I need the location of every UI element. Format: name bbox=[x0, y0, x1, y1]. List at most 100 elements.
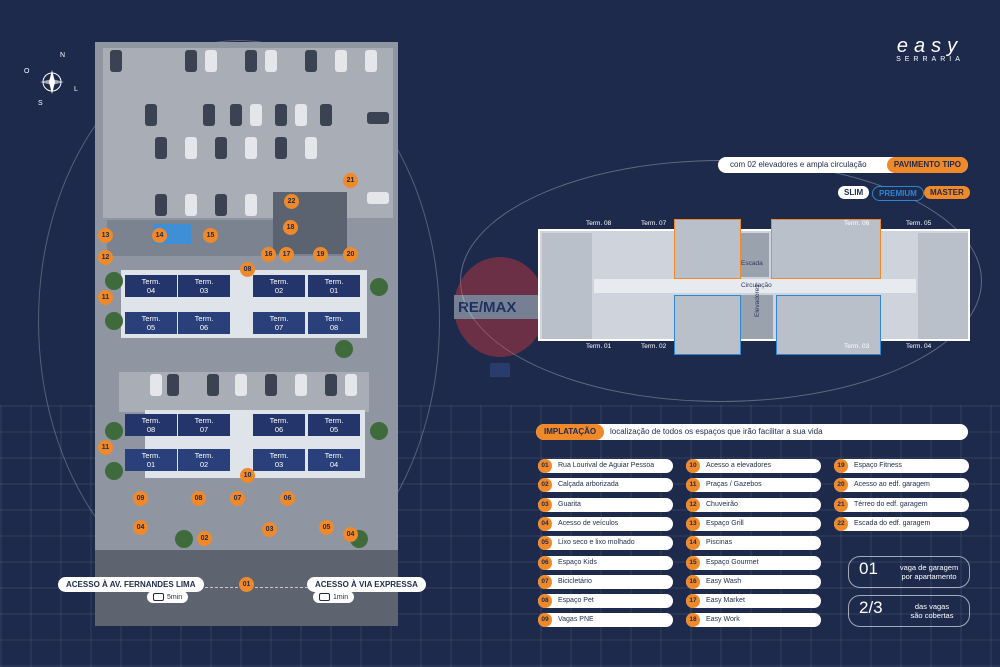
car bbox=[295, 104, 307, 126]
term-bottom-label: Term. 01 bbox=[586, 343, 612, 350]
term-label: Term.08 bbox=[308, 312, 360, 334]
implantacao-tag: IMPLATAÇÃO bbox=[536, 424, 605, 440]
map-pin[interactable]: 06 bbox=[280, 491, 295, 506]
car bbox=[235, 374, 247, 396]
term-label: Term.07 bbox=[253, 312, 305, 334]
map-pin[interactable]: 07 bbox=[230, 491, 245, 506]
unit bbox=[542, 233, 592, 339]
legend-text: Acesso ao edf. garagem bbox=[854, 481, 930, 489]
map-pin[interactable]: 11 bbox=[98, 290, 113, 305]
brand-logo: easy SERRARIA bbox=[880, 36, 980, 63]
term-label: Term.01 bbox=[125, 449, 177, 471]
map-pin[interactable]: 05 bbox=[319, 520, 334, 535]
map-pin[interactable]: 15 bbox=[203, 228, 218, 243]
car bbox=[245, 137, 257, 159]
map-pin[interactable]: 16 bbox=[261, 247, 276, 262]
term-label: Term.01 bbox=[308, 275, 360, 297]
map-pin[interactable]: 11 bbox=[98, 440, 113, 455]
term-label: Term.06 bbox=[178, 312, 230, 334]
car bbox=[345, 374, 357, 396]
map-pin[interactable]: 20 bbox=[343, 247, 358, 262]
car bbox=[367, 192, 389, 204]
legend-number: 15 bbox=[686, 555, 700, 570]
map-pin[interactable]: 21 bbox=[343, 173, 358, 188]
car bbox=[155, 137, 167, 159]
term-label: Term.06 bbox=[253, 414, 305, 436]
legend-text: Vagas PNE bbox=[558, 616, 594, 624]
car bbox=[305, 137, 317, 159]
elevators-label: Elevadores bbox=[754, 284, 761, 317]
legend-text: Espaço Fitness bbox=[854, 462, 902, 469]
term-top-label: Term. 06 bbox=[844, 220, 870, 227]
term-top-label: Term. 08 bbox=[586, 220, 612, 227]
time-left-badge: 5min bbox=[147, 591, 189, 603]
car bbox=[155, 194, 167, 216]
legend-item: 07 Bicicletário bbox=[538, 574, 673, 589]
type-slim-chip: SLIM bbox=[838, 186, 870, 199]
tree bbox=[370, 422, 388, 440]
legend-number: 07 bbox=[538, 574, 552, 589]
legend-text: Bicicletário bbox=[558, 577, 592, 585]
map-pin[interactable]: 04 bbox=[343, 527, 358, 542]
legend-number: 20 bbox=[834, 478, 848, 493]
unit-premium bbox=[674, 295, 741, 355]
map-pin[interactable]: 19 bbox=[313, 247, 328, 262]
compass-s: S bbox=[38, 100, 43, 107]
legend-number: 01 bbox=[538, 459, 552, 473]
car bbox=[295, 374, 307, 396]
remax-text: RE/MAX bbox=[458, 299, 517, 316]
brand-subtitle: SERRARIA bbox=[896, 56, 964, 63]
unit bbox=[918, 233, 968, 339]
legend-number: 17 bbox=[686, 594, 700, 609]
car bbox=[145, 104, 157, 126]
legend-number: 21 bbox=[834, 497, 848, 512]
car bbox=[203, 104, 215, 126]
term-bottom-label: Term. 04 bbox=[906, 343, 932, 350]
car bbox=[265, 50, 277, 72]
time-right-badge: 1min bbox=[313, 591, 355, 603]
map-pin[interactable]: 12 bbox=[98, 250, 113, 265]
map-pin[interactable]: 03 bbox=[262, 522, 277, 537]
map-pin[interactable]: 13 bbox=[98, 228, 113, 243]
map-pin[interactable]: 01 bbox=[239, 577, 254, 592]
map-pin[interactable]: 02 bbox=[197, 531, 212, 546]
implantacao-caption: localização de todos os espaços que irão… bbox=[610, 427, 823, 436]
car bbox=[205, 50, 217, 72]
legend-text: Espaço Gourmet bbox=[706, 558, 759, 566]
unit-master bbox=[674, 219, 741, 279]
tree bbox=[175, 530, 193, 548]
legend-item: 15 Espaço Gourmet bbox=[686, 555, 821, 570]
corridor bbox=[594, 279, 916, 293]
map-pin[interactable]: 08 bbox=[240, 262, 255, 277]
map-pin[interactable]: 08 bbox=[191, 491, 206, 506]
legend-item: 01 Rua Lourival de Aguiar Pessoa bbox=[538, 459, 673, 473]
stat-number: 2/3 bbox=[859, 598, 883, 617]
legend-text: Espaço Grill bbox=[706, 519, 744, 527]
legend-text: Rua Lourival de Aguiar Pessoa bbox=[558, 462, 655, 469]
map-pin[interactable]: 04 bbox=[133, 520, 148, 535]
legend-number: 11 bbox=[686, 478, 700, 493]
map-pin[interactable]: 18 bbox=[283, 220, 298, 235]
map-pin[interactable]: 09 bbox=[133, 491, 148, 506]
map-pin[interactable]: 10 bbox=[240, 468, 255, 483]
tree bbox=[105, 312, 123, 330]
legend-number: 19 bbox=[834, 459, 848, 473]
term-top-label: Term. 05 bbox=[906, 220, 932, 227]
legend-item: 19 Espaço Fitness bbox=[834, 459, 969, 473]
legend-text: Easy Market bbox=[706, 597, 745, 605]
tree bbox=[105, 422, 123, 440]
tree bbox=[105, 272, 123, 290]
compass-icon bbox=[28, 58, 76, 106]
car bbox=[335, 50, 347, 72]
stair-label: Escada bbox=[741, 260, 763, 267]
access-left-label: ACESSO À AV. FERNANDES LIMA bbox=[58, 577, 204, 592]
map-pin[interactable]: 22 bbox=[284, 194, 299, 209]
term-label: Term.05 bbox=[125, 312, 177, 334]
map-pin[interactable]: 17 bbox=[279, 247, 294, 262]
map-pin[interactable]: 14 bbox=[152, 228, 167, 243]
term-label: Term.07 bbox=[178, 414, 230, 436]
